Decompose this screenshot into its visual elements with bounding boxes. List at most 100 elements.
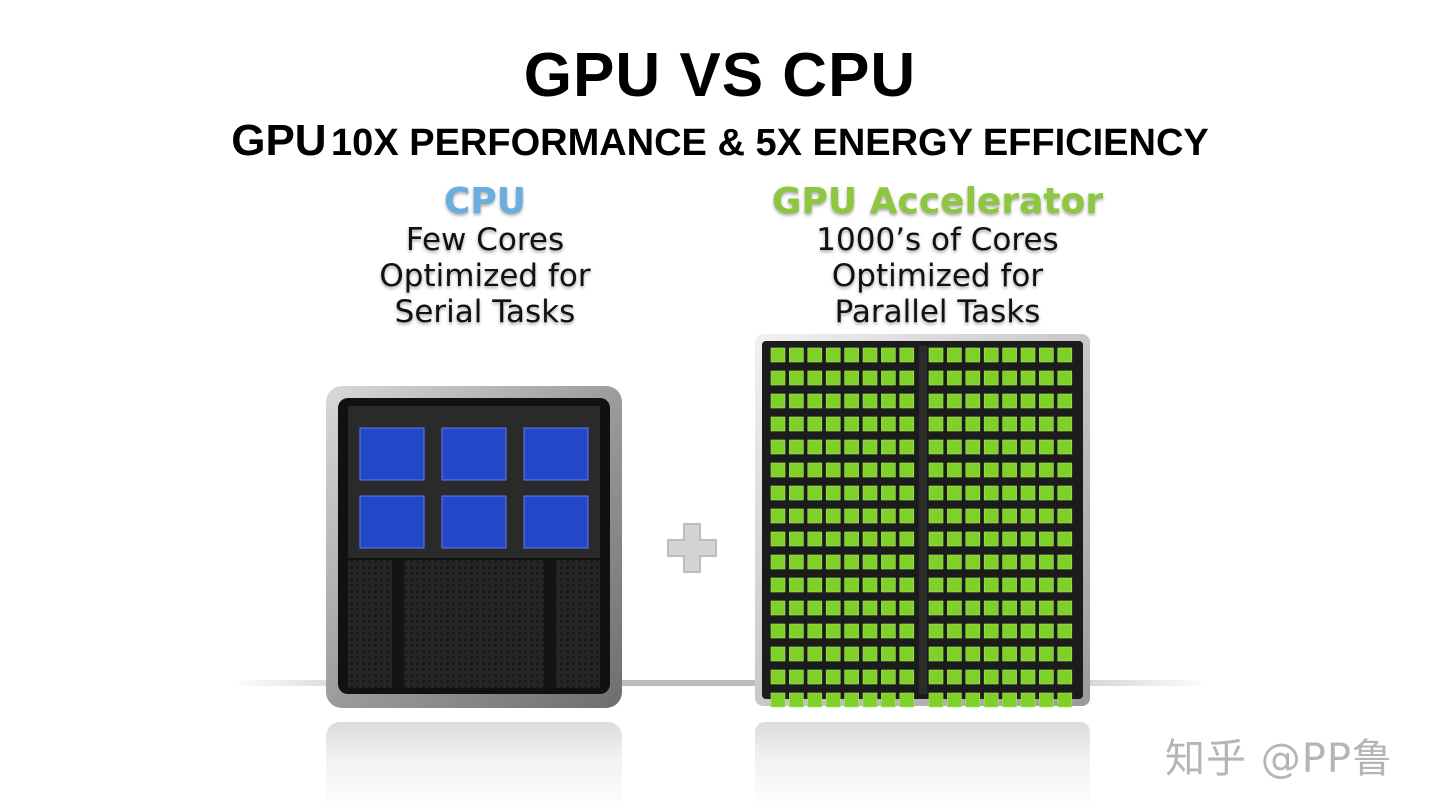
gpu-core bbox=[1020, 393, 1036, 409]
gpu-core bbox=[881, 646, 896, 662]
gpu-core bbox=[1057, 462, 1073, 478]
gpu-core bbox=[881, 347, 896, 363]
gpu-core bbox=[862, 692, 878, 708]
gpu-core bbox=[825, 623, 841, 639]
gpu-core bbox=[770, 439, 786, 455]
gpu-core bbox=[844, 623, 859, 639]
gpu-core bbox=[789, 508, 804, 524]
gpu-core bbox=[844, 531, 859, 547]
gpu-core bbox=[928, 600, 944, 616]
gpu-core bbox=[1039, 646, 1054, 662]
gpu-core bbox=[1002, 393, 1017, 409]
gpu-core bbox=[899, 669, 915, 685]
gpu-core bbox=[1020, 347, 1036, 363]
gpu-core bbox=[1020, 669, 1036, 685]
gpu-core bbox=[770, 393, 786, 409]
gpu-core bbox=[862, 669, 878, 685]
gpu-core bbox=[789, 600, 804, 616]
gpu-core bbox=[928, 623, 944, 639]
gpu-core bbox=[881, 370, 896, 386]
gpu-core bbox=[789, 669, 804, 685]
gpu-core bbox=[789, 485, 804, 501]
gpu-core bbox=[1020, 554, 1036, 570]
gpu-core bbox=[1039, 692, 1054, 708]
gpu-core bbox=[825, 370, 841, 386]
gpu-core bbox=[844, 669, 859, 685]
gpu-core bbox=[1020, 577, 1036, 593]
gpu-core bbox=[899, 347, 915, 363]
gpu-core bbox=[770, 623, 786, 639]
gpu-core bbox=[947, 531, 962, 547]
gpu-core bbox=[844, 393, 859, 409]
gpu-core bbox=[844, 416, 859, 432]
gpu-core bbox=[1057, 554, 1073, 570]
gpu-core bbox=[1020, 692, 1036, 708]
gpu-core bbox=[807, 531, 823, 547]
gpu-core bbox=[825, 462, 841, 478]
gpu-core bbox=[789, 370, 804, 386]
gpu-core bbox=[947, 462, 962, 478]
gpu-core bbox=[1057, 347, 1073, 363]
gpu-core bbox=[789, 347, 804, 363]
gpu-core bbox=[1039, 439, 1054, 455]
gpu-core bbox=[1020, 416, 1036, 432]
gpu-core bbox=[1020, 462, 1036, 478]
gpu-core bbox=[1002, 531, 1017, 547]
gpu-core bbox=[947, 669, 962, 685]
gpu-line-2: Optimized for bbox=[831, 258, 1044, 294]
gpu-core bbox=[983, 623, 999, 639]
gpu-core bbox=[1039, 347, 1054, 363]
gpu-core bbox=[983, 554, 999, 570]
gpu-core bbox=[770, 577, 786, 593]
gpu-core bbox=[844, 508, 859, 524]
gpu-core bbox=[1039, 600, 1054, 616]
gpu-core bbox=[807, 669, 823, 685]
gpu-core bbox=[1020, 623, 1036, 639]
gpu-chip-icon bbox=[755, 334, 1090, 708]
gpu-core bbox=[1002, 577, 1017, 593]
cpu-core bbox=[441, 427, 507, 481]
gpu-core bbox=[899, 554, 915, 570]
gpu-core bbox=[928, 370, 944, 386]
gpu-line-1: 1000’s of Cores bbox=[816, 222, 1059, 258]
cpu-core bbox=[523, 427, 589, 481]
gpu-core bbox=[807, 692, 823, 708]
gpu-core bbox=[1020, 531, 1036, 547]
gpu-core bbox=[1039, 370, 1054, 386]
gpu-core bbox=[1020, 600, 1036, 616]
cpu-description: CPU Few Cores Optimized for Serial Tasks bbox=[330, 182, 640, 331]
gpu-core bbox=[881, 508, 896, 524]
gpu-core bbox=[825, 393, 841, 409]
gpu-core bbox=[1057, 393, 1073, 409]
gpu-core bbox=[899, 646, 915, 662]
watermark: 知乎 @PP鲁 bbox=[1165, 736, 1393, 782]
cpu-line-1: Few Cores bbox=[405, 222, 565, 258]
gpu-core bbox=[807, 370, 823, 386]
gpu-core bbox=[899, 531, 915, 547]
gpu-core bbox=[825, 347, 841, 363]
slide-subtitle: GPU 10X PERFORMANCE & 5X ENERGY EFFICIEN… bbox=[0, 116, 1440, 176]
gpu-core bbox=[881, 416, 896, 432]
gpu-core bbox=[844, 347, 859, 363]
gpu-core bbox=[807, 554, 823, 570]
gpu-core bbox=[1057, 439, 1073, 455]
gpu-core bbox=[1057, 416, 1073, 432]
gpu-core bbox=[965, 692, 981, 708]
gpu-core-grid bbox=[770, 347, 1073, 708]
gpu-core bbox=[789, 393, 804, 409]
gpu-core bbox=[825, 692, 841, 708]
gpu-core bbox=[862, 646, 878, 662]
gpu-core bbox=[899, 623, 915, 639]
gpu-core bbox=[947, 508, 962, 524]
gpu-description: GPU Accelerator 1000’s of Cores Optimize… bbox=[745, 182, 1130, 331]
gpu-core bbox=[1002, 462, 1017, 478]
gpu-core bbox=[928, 462, 944, 478]
gpu-core bbox=[862, 600, 878, 616]
gpu-core bbox=[825, 669, 841, 685]
gpu-core bbox=[947, 485, 962, 501]
gpu-core bbox=[881, 623, 896, 639]
gpu-core bbox=[1039, 393, 1054, 409]
gpu-core bbox=[899, 416, 915, 432]
gpu-core bbox=[1057, 370, 1073, 386]
gpu-core bbox=[770, 692, 786, 708]
